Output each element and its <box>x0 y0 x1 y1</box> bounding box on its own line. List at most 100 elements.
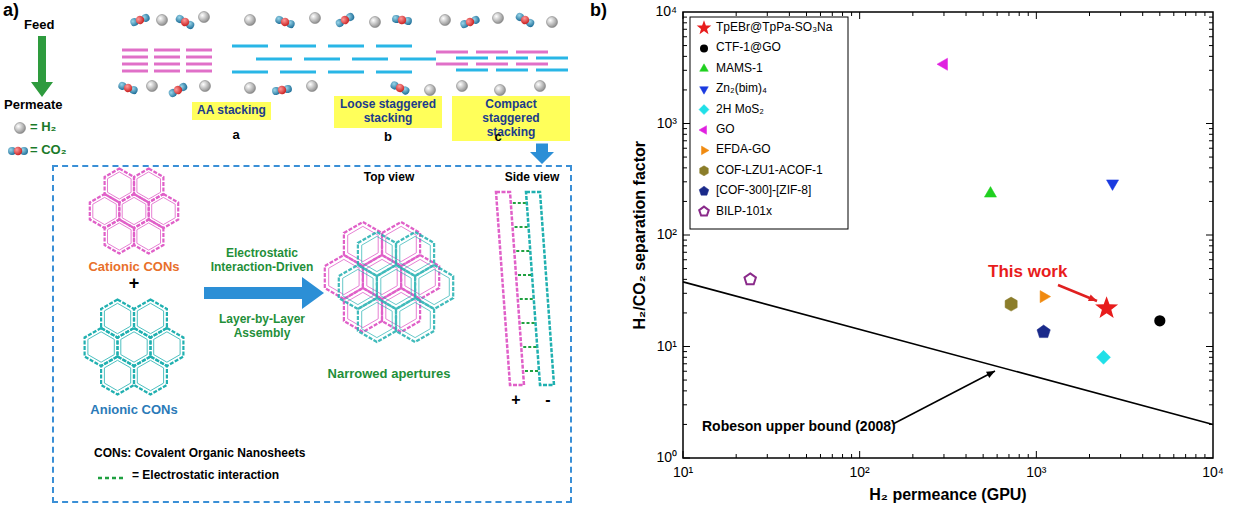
pore-ring <box>152 197 176 224</box>
panel-label: Electrostatic Interaction-Driven <box>200 247 324 275</box>
panel-label: CONs: Covalent Organic Nanosheets <box>94 447 305 461</box>
tick <box>1209 45 1213 46</box>
label: = H₂ <box>30 120 56 135</box>
data-marker <box>697 20 712 34</box>
nanosheet-layer <box>154 56 180 59</box>
nanosheet-layer <box>516 63 548 66</box>
nanosheet-layer <box>122 56 148 59</box>
tick <box>683 134 687 135</box>
tick <box>683 404 687 405</box>
electrostatic-dash <box>525 370 538 372</box>
tick-label: 10² <box>850 464 870 480</box>
tick <box>1209 279 1213 280</box>
tick <box>1019 12 1020 16</box>
arrow-head <box>1088 295 1097 301</box>
label: b) <box>590 0 607 21</box>
nanosheet-layer <box>256 58 292 61</box>
tick <box>806 12 807 16</box>
tick <box>683 12 684 19</box>
tick <box>1206 458 1213 459</box>
h2-molecule <box>157 15 168 26</box>
tick <box>767 12 768 16</box>
electrostatic-dash <box>520 298 533 300</box>
h2-molecule <box>245 83 256 94</box>
electrostatic-dash <box>515 226 528 228</box>
tick <box>789 12 790 16</box>
nanosheet-layer <box>352 58 388 61</box>
electrostatic-dash <box>522 322 535 324</box>
data-marker <box>699 207 709 216</box>
tick <box>1206 123 1213 124</box>
covalent-network <box>85 300 184 395</box>
tick <box>1159 12 1160 16</box>
tick <box>1209 259 1213 260</box>
tick <box>1120 454 1121 458</box>
tick <box>683 89 687 90</box>
tick <box>683 357 687 358</box>
data-marker <box>702 146 710 155</box>
pore-ring <box>396 232 434 276</box>
co2-molecule <box>334 11 356 28</box>
tick <box>789 454 790 458</box>
tick <box>1209 134 1213 135</box>
carbon-atom <box>339 14 350 25</box>
tick-label: 10⁴ <box>655 3 677 19</box>
tick <box>912 454 913 458</box>
tick <box>1209 128 1213 129</box>
callout: Robeson upper bound (2008) <box>702 418 896 434</box>
pore-ring <box>122 197 146 224</box>
panel-label: Layer-by-Layer Assembly <box>200 313 324 341</box>
h2-molecule <box>15 123 26 134</box>
legend-text: EFDA-GO <box>716 143 771 157</box>
tick <box>1206 346 1213 347</box>
tick <box>966 12 967 16</box>
tick <box>683 181 687 182</box>
tick <box>1209 351 1213 352</box>
nanosheet-layer <box>186 63 212 66</box>
tick <box>683 70 687 71</box>
tick <box>1209 371 1213 372</box>
tick <box>1206 235 1213 236</box>
pore-ring <box>108 223 132 250</box>
tick <box>1028 12 1029 16</box>
data-marker <box>1005 297 1017 311</box>
tick <box>1008 454 1009 458</box>
nanosheet-layer <box>328 45 364 48</box>
panel-label: - <box>545 391 550 409</box>
tick <box>683 157 687 158</box>
stacking-box: Compact staggered stacking <box>452 96 570 141</box>
tick <box>966 454 967 458</box>
panel-label: Side view <box>505 171 560 185</box>
tick <box>859 12 860 19</box>
tick <box>1173 454 1174 458</box>
tick <box>683 148 687 149</box>
tick <box>1209 363 1213 364</box>
tick <box>1089 12 1090 16</box>
pore-ring <box>108 172 132 199</box>
covalent-network <box>325 222 439 332</box>
pore-ring <box>348 292 379 327</box>
tick <box>683 36 687 37</box>
pore-ring <box>101 300 134 338</box>
tick <box>1209 390 1213 391</box>
h2-molecule <box>245 15 256 26</box>
tick <box>683 293 687 294</box>
pore-ring <box>362 236 393 271</box>
tick <box>683 240 687 241</box>
legend-text: TpEBr@TpPa-SO₃Na <box>716 21 832 35</box>
tick <box>1209 268 1213 269</box>
robeson-line <box>683 282 1213 425</box>
tick <box>1209 89 1213 90</box>
carbon-atom <box>394 82 405 93</box>
co2-molecule <box>459 15 481 30</box>
nanosheet-layer <box>496 69 528 72</box>
label: a) <box>3 0 19 21</box>
box-label: AA stacking <box>197 104 266 118</box>
tick <box>1185 454 1186 458</box>
pore-ring <box>134 220 163 254</box>
stacking-box: AA stacking <box>192 102 271 120</box>
tick <box>1028 454 1029 458</box>
nanosheet-layer <box>186 70 212 73</box>
tick <box>983 454 984 458</box>
nanosheet-layer <box>304 58 340 61</box>
